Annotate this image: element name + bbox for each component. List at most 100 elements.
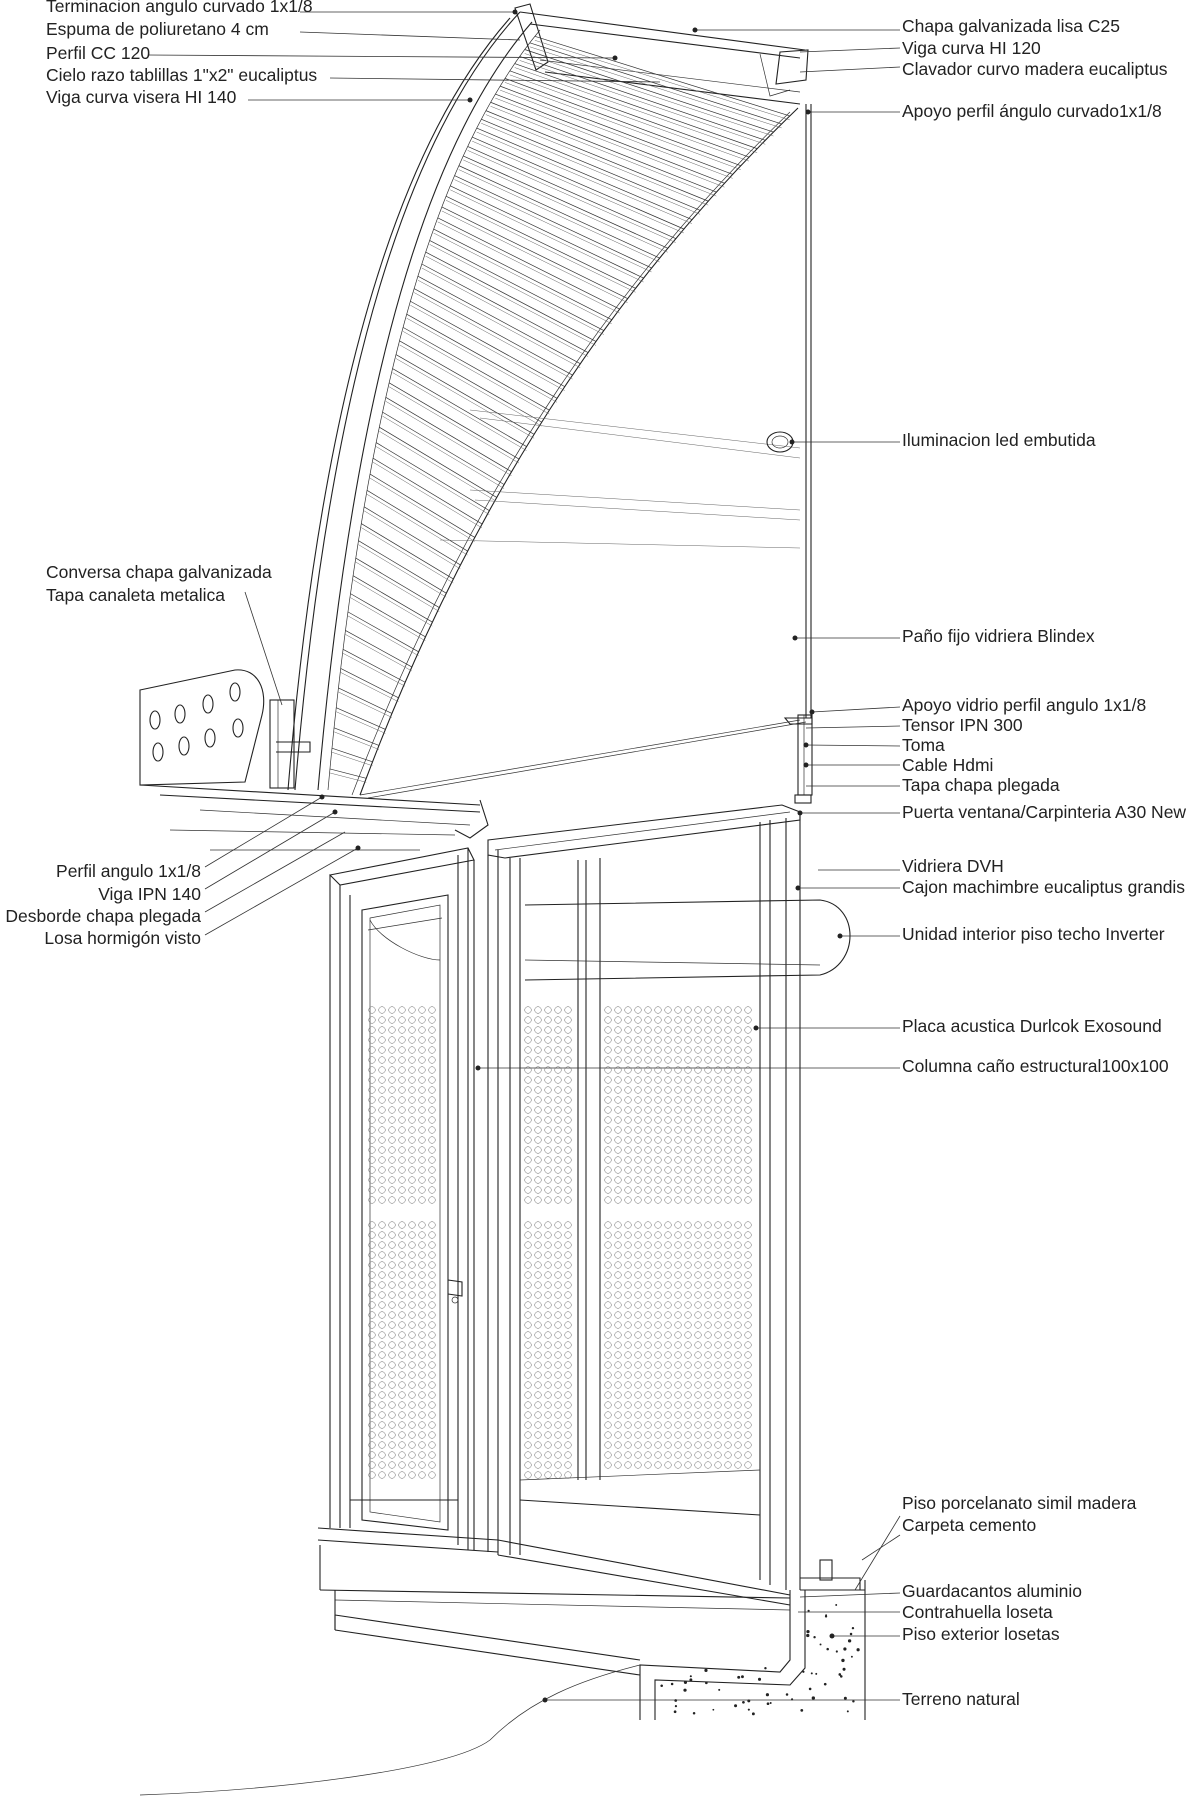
acoustic-perforation	[368, 1471, 376, 1479]
door-window-frame	[328, 804, 851, 1606]
acoustic-perforation	[714, 1451, 722, 1459]
ceiling-slat	[524, 49, 774, 133]
acoustic-perforation	[398, 1271, 406, 1279]
acoustic-perforation	[714, 1241, 722, 1249]
acoustic-perforation	[674, 1126, 682, 1134]
acoustic-perforation	[408, 1311, 416, 1319]
acoustic-perforation	[368, 1371, 376, 1379]
acoustic-perforation	[428, 1176, 436, 1184]
concrete-aggregate	[813, 1636, 816, 1639]
acoustic-perforation	[408, 1261, 416, 1269]
acoustic-perforation	[664, 1371, 672, 1379]
acoustic-perforation	[664, 1261, 672, 1269]
acoustic-perforation	[634, 1281, 642, 1289]
acoustic-perforation	[734, 1186, 742, 1194]
acoustic-perforation	[398, 1026, 406, 1034]
acoustic-perforation	[634, 1301, 642, 1309]
acoustic-perforation	[704, 1371, 712, 1379]
ceiling-slat	[363, 506, 461, 566]
acoustic-perforation	[724, 1361, 732, 1369]
acoustic-perforation	[674, 1146, 682, 1154]
acoustic-perforation	[418, 1116, 426, 1124]
acoustic-perforation	[428, 1196, 436, 1204]
acoustic-perforation	[398, 1281, 406, 1289]
acoustic-perforation	[734, 1461, 742, 1469]
acoustic-perforation	[634, 1381, 642, 1389]
acoustic-perforation	[634, 1251, 642, 1259]
acoustic-perforation	[724, 1126, 732, 1134]
acoustic-perforation	[544, 1391, 552, 1399]
acoustic-perforation	[724, 1106, 732, 1114]
acoustic-perforation	[744, 1221, 752, 1229]
acoustic-perforation	[684, 1106, 692, 1114]
acoustic-perforation	[544, 1146, 552, 1154]
label-espuma: Espuma de poliuretano 4 cm	[46, 19, 269, 39]
acoustic-perforation	[614, 1361, 622, 1369]
acoustic-perforation	[428, 1086, 436, 1094]
acoustic-perforation	[724, 1086, 732, 1094]
acoustic-perforation	[744, 1331, 752, 1339]
acoustic-perforation	[564, 1261, 572, 1269]
acoustic-perforation	[714, 1156, 722, 1164]
acoustic-perforation	[554, 1076, 562, 1084]
acoustic-perforation	[388, 1461, 396, 1469]
acoustic-perforation	[428, 1146, 436, 1154]
acoustic-perforation	[714, 1441, 722, 1449]
acoustic-perforation	[564, 1451, 572, 1459]
acoustic-perforation	[604, 1401, 612, 1409]
ceiling-slat-edge	[379, 430, 497, 502]
acoustic-perforation	[734, 1096, 742, 1104]
acoustic-perforation	[724, 1401, 732, 1409]
acoustic-perforation	[554, 1431, 562, 1439]
acoustic-perforation	[744, 1271, 752, 1279]
label-perfil-angulo: Perfil angulo 1x1/8	[56, 861, 201, 881]
acoustic-perforation	[634, 1411, 642, 1419]
acoustic-perforation	[524, 1146, 532, 1154]
acoustic-perforation	[544, 1441, 552, 1449]
acoustic-perforation	[664, 1291, 672, 1299]
acoustic-perforation	[524, 1221, 532, 1229]
acoustic-perforation	[564, 1281, 572, 1289]
label-toma: Toma	[902, 735, 945, 755]
acoustic-perforation	[664, 1281, 672, 1289]
acoustic-perforation	[604, 1241, 612, 1249]
acoustic-perforation	[368, 1106, 376, 1114]
acoustic-perforation	[418, 1371, 426, 1379]
acoustic-perforation	[604, 1451, 612, 1459]
acoustic-perforation	[674, 1136, 682, 1144]
acoustic-perforation	[534, 1461, 542, 1469]
acoustic-perforation	[704, 1391, 712, 1399]
acoustic-perforation	[624, 1271, 632, 1279]
acoustic-perforation	[634, 1146, 642, 1154]
acoustic-perforation	[744, 1086, 752, 1094]
ceiling-slat	[417, 275, 581, 365]
acoustic-perforation	[734, 1166, 742, 1174]
acoustic-perforation	[614, 1331, 622, 1339]
concrete-aggregate	[819, 1643, 822, 1646]
acoustic-perforation	[388, 1311, 396, 1319]
ceiling-slat	[514, 63, 758, 149]
acoustic-perforation	[664, 1401, 672, 1409]
ceiling-slat-edge	[333, 731, 380, 750]
acoustic-perforation	[674, 1301, 682, 1309]
acoustic-perforation	[398, 1251, 406, 1259]
acoustic-perforation	[564, 1301, 572, 1309]
acoustic-perforation	[614, 1221, 622, 1229]
ceiling-slat	[433, 228, 612, 321]
acoustic-perforation	[634, 1231, 642, 1239]
acoustic-perforation	[368, 1261, 376, 1269]
ceiling-slat-edge	[445, 200, 636, 293]
acoustic-perforation	[524, 1411, 532, 1419]
acoustic-perforation	[704, 1251, 712, 1259]
curved-canopy	[287, 3, 809, 796]
acoustic-perforation	[664, 1176, 672, 1184]
acoustic-perforation	[664, 1196, 672, 1204]
plate-hole	[229, 682, 241, 702]
ceiling-slat-edge	[476, 131, 693, 224]
acoustic-perforation	[408, 1116, 416, 1124]
acoustic-perforation	[368, 1176, 376, 1184]
acoustic-perforation	[614, 1341, 622, 1349]
acoustic-perforation	[544, 1006, 552, 1014]
acoustic-perforation	[428, 1221, 436, 1229]
acoustic-perforation	[544, 1311, 552, 1319]
